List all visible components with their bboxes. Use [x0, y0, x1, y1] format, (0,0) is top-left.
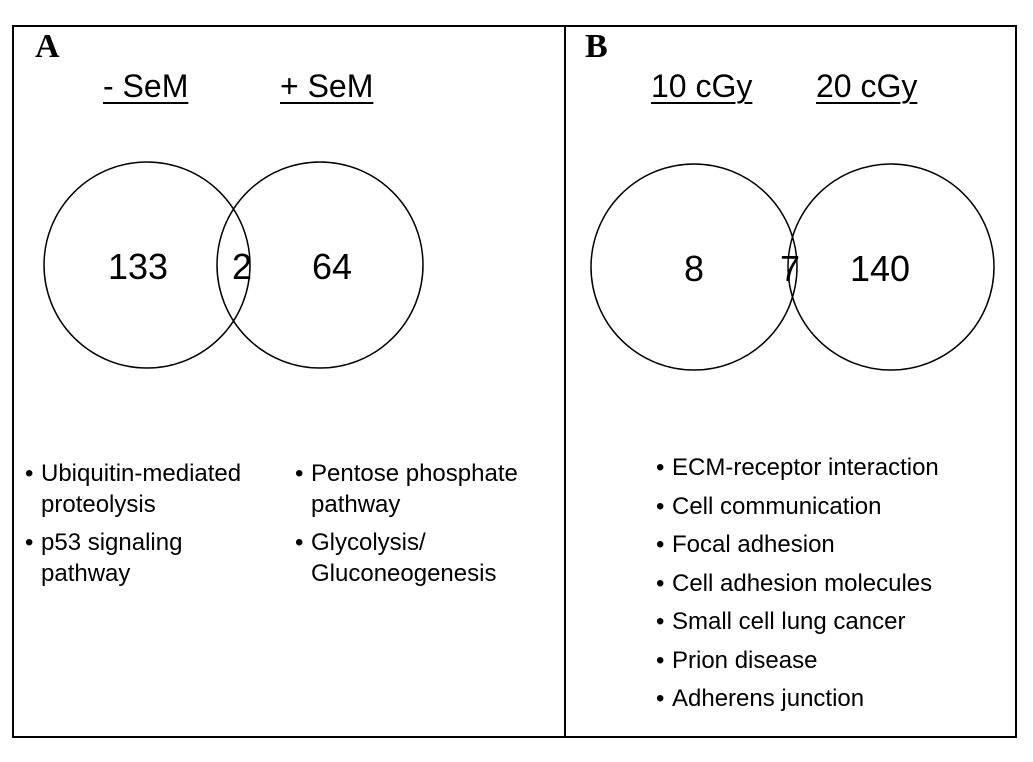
count-overlap-a: 2	[232, 246, 253, 287]
panel-letter-a: A	[35, 28, 60, 65]
venn-circle-plus-sem	[216, 161, 424, 369]
venn-circle-10cgy	[590, 163, 798, 371]
pathway-item: Prion disease	[656, 642, 939, 681]
pathway-item: Pentose phosphate pathway	[295, 458, 561, 520]
count-only-10cgy: 8	[684, 248, 705, 289]
count-only-minus-sem: 133	[108, 246, 169, 287]
set-title-minus-sem: - SeM	[103, 68, 189, 104]
pathway-item: Focal adhesion	[656, 526, 939, 565]
set-title-10cgy: 10 cGy	[651, 68, 753, 104]
pathway-item: Adherens junction	[656, 680, 939, 719]
pathway-item: p53 signaling pathway	[25, 527, 231, 589]
count-overlap-b: 7	[780, 248, 801, 289]
venn-circle-minus-sem	[43, 161, 251, 369]
pathway-list-shared: ECM-receptor interaction Cell communicat…	[656, 449, 939, 719]
pathway-item: Cell adhesion molecules	[656, 565, 939, 604]
venn-circle-20cgy	[787, 163, 995, 371]
pathway-item: ECM-receptor interaction	[656, 449, 939, 488]
pathway-list-minus-sem: Ubiquitin-mediated proteolysis p53 signa…	[25, 458, 287, 596]
pathway-item: Small cell lung cancer	[656, 603, 939, 642]
panel-a-venn	[43, 161, 424, 369]
panel-divider	[564, 25, 566, 738]
pathway-item: Cell communication	[656, 488, 939, 527]
pathway-list-plus-sem: Pentose phosphate pathway Glycolysis/ Gl…	[295, 458, 557, 596]
set-title-plus-sem: + SeM	[280, 68, 374, 104]
pathway-item: Glycolysis/ Gluconeogenesis	[295, 527, 496, 589]
panel-b-venn	[590, 163, 995, 371]
count-only-20cgy: 140	[850, 248, 911, 289]
panel-letter-b: B	[585, 28, 608, 65]
set-title-20cgy: 20 cGy	[816, 68, 918, 104]
figure-frame	[12, 25, 1017, 738]
pathway-item: Ubiquitin-mediated proteolysis	[25, 458, 287, 520]
count-only-plus-sem: 64	[312, 246, 353, 287]
